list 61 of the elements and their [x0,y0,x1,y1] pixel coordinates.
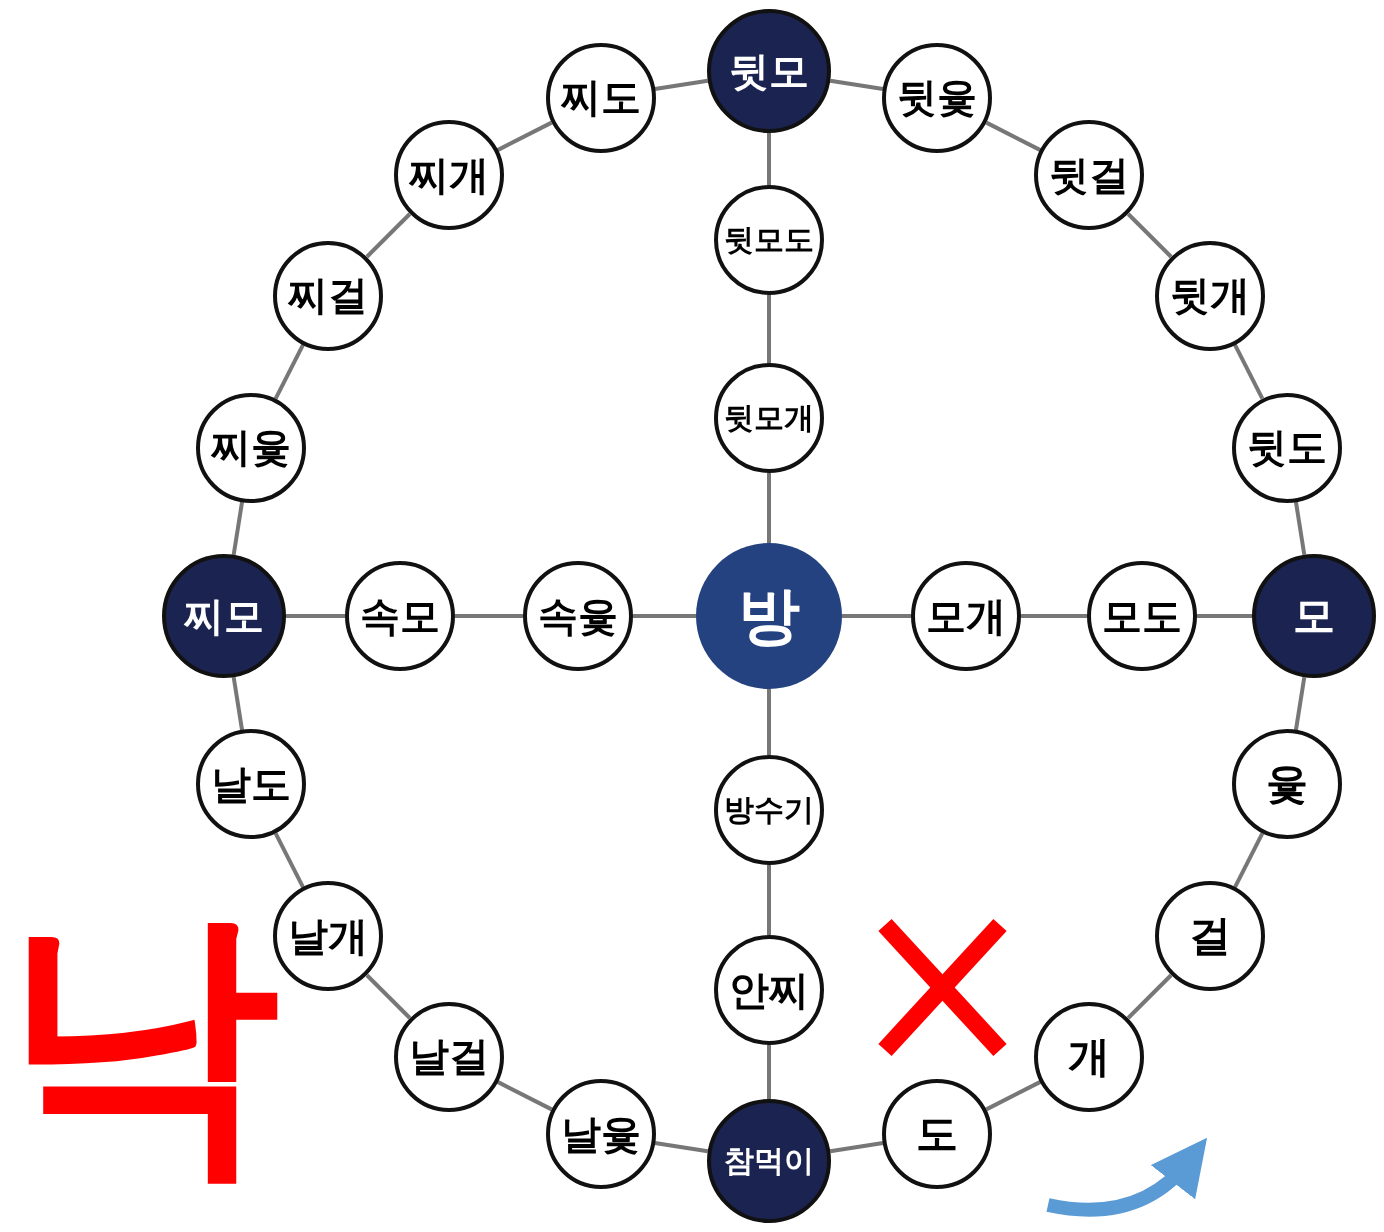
station-circle: 뒷모개 [714,363,824,473]
station-circle: 날걸 [393,1001,504,1112]
station-circle: 찌윷 [195,392,306,503]
station-circle: 속윷 [523,561,633,671]
connector-line [286,614,345,618]
connector-line [829,78,884,92]
station-circle: 개 [1034,1001,1145,1112]
connector-line [985,120,1042,152]
connector-line [654,1140,709,1154]
corner-station-circle: 뒷모 [707,9,831,133]
connector-line [496,120,553,152]
station-circle: 걸 [1154,881,1265,992]
station-circle: 모개 [911,561,1021,671]
connector-line [1233,343,1265,400]
connector-line [842,614,911,618]
station-circle: 방수기 [714,755,824,865]
connector-line [767,865,771,935]
station-circle: 뒷모도 [714,185,824,295]
station-circle: 날개 [273,881,384,992]
connector-line [633,614,696,618]
connector-line [767,1045,771,1099]
station-circle: 날도 [195,729,306,840]
station-circle: 찌도 [545,42,656,153]
connector-line [365,212,412,259]
connector-line [985,1080,1042,1112]
station-circle: 날윷 [545,1079,656,1190]
connector-line [496,1080,553,1112]
connector-line [273,832,305,889]
connector-line [455,614,523,618]
connector-line [1197,614,1252,618]
station-circle: 도 [882,1079,993,1190]
station-circle: 모도 [1087,561,1197,671]
connector-line [273,343,305,400]
connector-line [365,973,412,1020]
center-station-circle: 방 [696,543,842,689]
corner-station-circle: 찌모 [162,554,286,678]
connector-line [829,1140,884,1154]
station-circle: 찌개 [393,120,504,231]
connector-line [767,295,771,363]
connector-line [231,676,245,731]
connector-line [1233,832,1265,889]
connector-line [767,473,771,543]
connector-line [1021,614,1087,618]
station-circle: 뒷윷 [882,42,993,153]
connector-line [767,133,771,185]
connector-line [1126,212,1173,259]
corner-station-circle: 참먹이 [707,1099,831,1223]
station-circle: 속모 [345,561,455,671]
station-circle: 뒷도 [1232,392,1343,503]
connector-line [767,689,771,755]
connector-line [231,501,245,556]
connector-line [1293,676,1307,731]
station-circle: 윷 [1232,729,1343,840]
connector-line [654,78,709,92]
connector-line [1126,973,1173,1020]
station-circle: 뒷개 [1154,240,1265,351]
station-circle: 찌걸 [273,240,384,351]
station-circle: 안찌 [714,935,824,1045]
station-circle: 뒷걸 [1034,120,1145,231]
connector-line [1293,501,1307,556]
corner-station-circle: 모 [1252,554,1376,678]
